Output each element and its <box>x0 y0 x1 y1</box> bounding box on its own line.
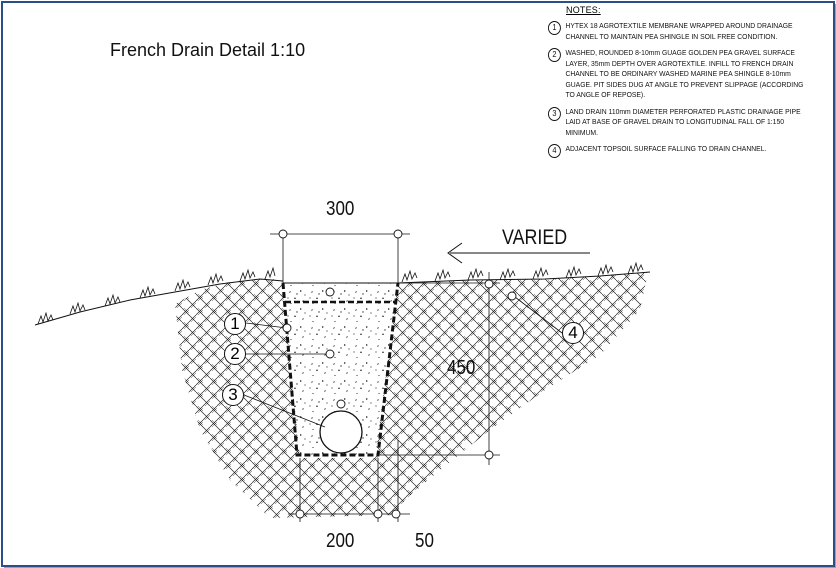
leader-dot-2b <box>325 287 335 297</box>
note-text: ADJACENT TOPSOIL SURFACE FALLING TO DRAI… <box>565 144 767 153</box>
note-number-badge: 3 <box>548 106 561 121</box>
leader-dot-2 <box>325 349 335 359</box>
callout-3: 3 <box>222 384 244 406</box>
dim-label-top-width: 300 <box>326 198 355 220</box>
dim-node <box>373 509 383 519</box>
note-text: WASHED, ROUNDED 8-10mm GUAGE GOLDEN PEA … <box>565 48 804 99</box>
callout-4: 4 <box>562 322 584 344</box>
soil-hatch-area <box>175 272 648 518</box>
drainage-pipe <box>319 410 363 454</box>
note-item: 4 ADJACENT TOPSOIL SURFACE FALLING TO DR… <box>548 144 807 158</box>
agrotextile-membrane <box>281 282 400 457</box>
note-text: LAND DRAIN 110mm DIAMETER PERFORATED PLA… <box>565 106 801 137</box>
callout-1: 1 <box>224 313 246 335</box>
leader-lines <box>243 296 563 428</box>
note-text: HYTEX 18 AGROTEXTILE MEMBRANE WRAPPED AR… <box>565 21 793 41</box>
ground-line-right <box>397 271 651 284</box>
note-item: 3 LAND DRAIN 110mm DIAMETER PERFORATED P… <box>548 106 807 139</box>
leader-dot-4 <box>507 291 517 301</box>
leader-dot-1 <box>282 323 292 333</box>
dim-label-depth: 450 <box>447 357 476 379</box>
dimension-top-width <box>270 232 410 283</box>
note-number-badge: 2 <box>548 48 561 62</box>
dim-node <box>391 509 401 519</box>
dim-node <box>295 509 305 519</box>
note-number-badge: 4 <box>548 144 561 158</box>
note-item: 1 HYTEX 18 AGROTEXTILE MEMBRANE WRAPPED … <box>548 21 807 42</box>
fall-arrow <box>447 242 590 264</box>
dim-node <box>278 229 288 239</box>
drawing-title: French Drain Detail 1:10 <box>110 40 306 60</box>
notes-panel: NOTES: 1 HYTEX 18 AGROTEXTILE MEMBRANE W… <box>548 5 830 158</box>
dim-node <box>393 229 403 239</box>
gravel-infill <box>283 283 398 455</box>
fall-label: VARIED <box>502 226 568 249</box>
dim-label-side-offset: 50 <box>415 530 434 552</box>
dim-node <box>484 279 494 289</box>
ground-line-left <box>34 278 284 326</box>
grass-tufts <box>37 261 644 325</box>
callout-2: 2 <box>224 343 246 365</box>
note-number-badge: 1 <box>548 21 561 35</box>
notes-heading: NOTES: <box>566 5 601 15</box>
pipe-marker <box>336 399 346 409</box>
dim-label-bottom-width: 200 <box>326 530 355 552</box>
note-item: 2 WASHED, ROUNDED 8-10mm GUAGE GOLDEN PE… <box>548 48 807 101</box>
dim-node <box>484 450 494 460</box>
